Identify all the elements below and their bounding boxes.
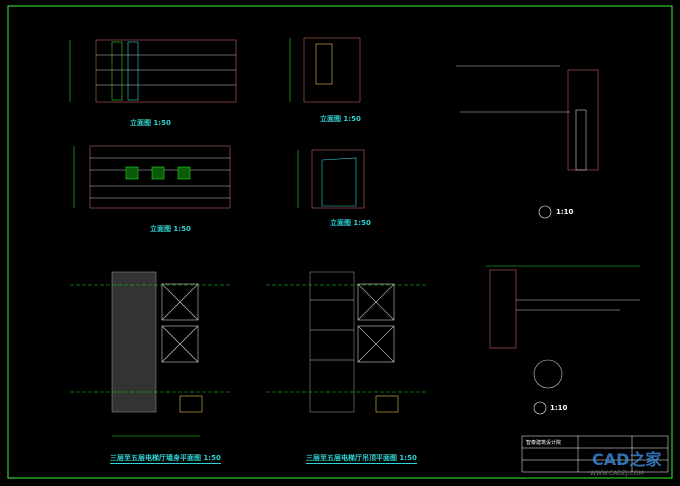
detail-1-scale: 1:10 (556, 208, 574, 216)
plan-1-title: 三层至五层电梯厅墙身平面图 1:50 (110, 454, 221, 464)
watermark-brand: CAD之家 (592, 450, 662, 469)
elevation-2-title: 立面图 1:50 (320, 115, 361, 123)
elevation-4 (297, 149, 365, 209)
plan-2 (266, 271, 426, 413)
plan-2-title: 三层至五层电梯厅吊顶平面图 1:50 (306, 454, 417, 464)
title-block (521, 435, 669, 473)
elevation-3-title: 立面图 1:50 (150, 225, 191, 233)
watermark-url: WWW.CADZJ.COM (590, 470, 644, 477)
detail-2 (486, 265, 640, 415)
detail-2-scale: 1:10 (550, 404, 568, 412)
elevation-3 (73, 145, 231, 209)
title-block-institute: 智泰建筑设计院 (526, 440, 562, 446)
elevation-4-title: 立面图 1:50 (330, 219, 371, 227)
elevation-2 (289, 37, 361, 103)
detail-1 (456, 65, 599, 219)
plan-1 (70, 271, 230, 437)
elevation-1-title: 立面图 1:50 (130, 119, 171, 127)
elevation-1 (69, 39, 237, 103)
sheet-frame (7, 5, 673, 479)
